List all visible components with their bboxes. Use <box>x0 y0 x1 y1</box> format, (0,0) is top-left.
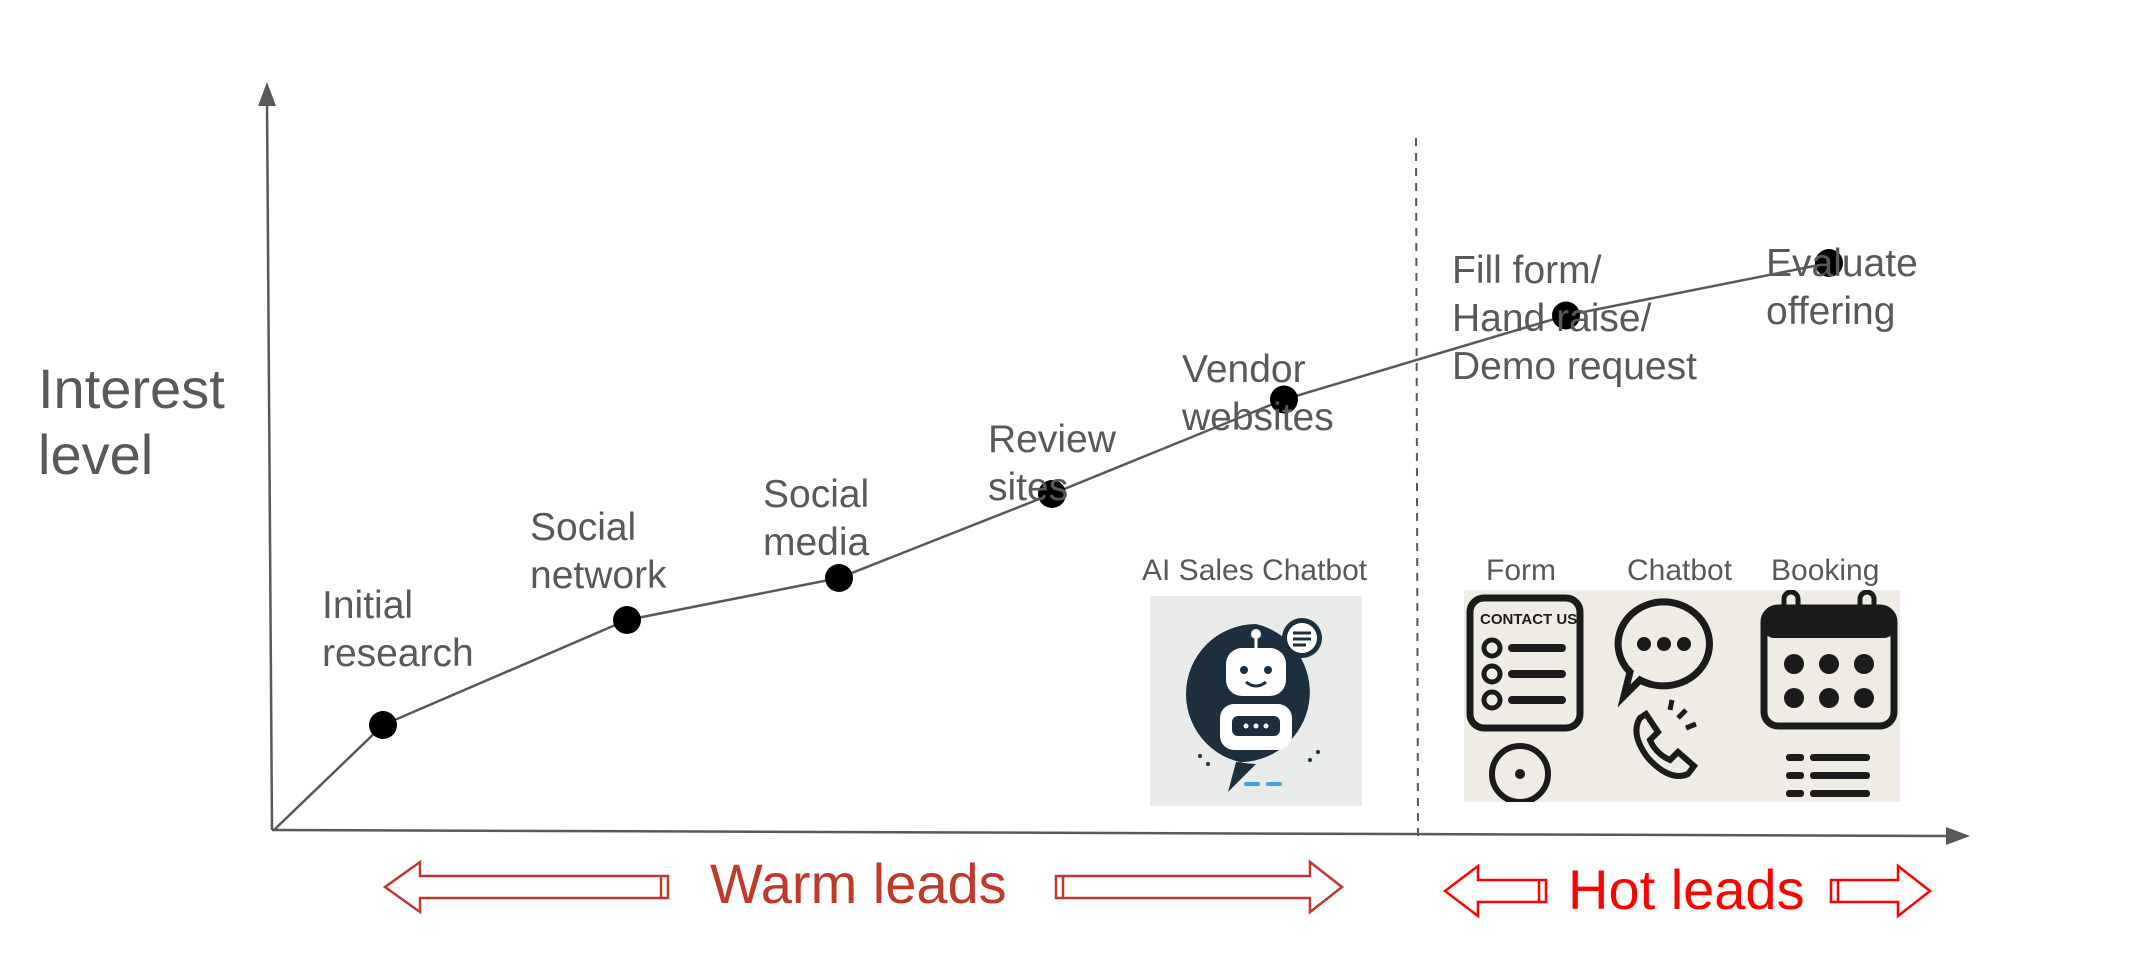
warm-right-arrow <box>1054 859 1345 915</box>
stage-marker-3 <box>825 564 853 592</box>
stage-label-evaluate-offering: Evaluate offering <box>1766 242 1918 333</box>
y-axis-arrowhead <box>258 82 276 106</box>
chat-bubble-icon <box>1614 598 1713 708</box>
schedule-list-icon <box>1786 754 1870 797</box>
stage-marker-6 <box>1552 301 1580 330</box>
ai-sales-chatbot-caption: AI Sales Chatbot <box>1142 554 1368 587</box>
journey-line <box>273 261 1830 831</box>
contact-form-icon <box>1466 594 1584 732</box>
robot-chat-icon <box>1186 618 1322 792</box>
form-submit-icon <box>1489 743 1551 802</box>
stage-marker-5 <box>1270 385 1298 414</box>
contact-tools-panel: CONTACT US <box>1464 590 1900 802</box>
stage-label-initial-research: Initial research <box>322 584 474 675</box>
stage-label-social-media: Social media <box>763 473 870 564</box>
warm-left-arrow <box>382 859 670 915</box>
form-caption: Form <box>1486 554 1556 587</box>
y-axis-title: Interest level <box>38 357 225 486</box>
stage-label-fill-form: Fill form/ Hand raise/ Demo request <box>1452 249 1697 388</box>
ai-sales-chatbot-panel <box>1150 596 1362 806</box>
phone-icon <box>1633 699 1699 779</box>
hot-left-arrow <box>1442 863 1548 919</box>
stage-marker-1 <box>369 711 397 739</box>
calendar-icon <box>1760 590 1898 730</box>
stage-label-vendor-websites: Vendor websites <box>1182 348 1334 439</box>
stage-label-social-network: Social network <box>530 506 667 597</box>
chatbot-caption: Chatbot <box>1627 554 1733 587</box>
warm-hot-divider <box>1415 137 1419 837</box>
stage-marker-7 <box>1815 249 1843 277</box>
x-axis-arrowhead <box>1946 827 1970 845</box>
booking-caption: Booking <box>1771 554 1880 587</box>
stage-label-review-sites: Review sites <box>988 418 1116 509</box>
contact-us-text: CONTACT US <box>1480 611 1577 628</box>
y-axis <box>265 99 274 831</box>
hot-right-arrow <box>1829 863 1933 919</box>
hot-leads-label: Hot leads <box>1568 858 1805 921</box>
stage-marker-2 <box>613 606 641 634</box>
warm-leads-label: Warm leads <box>710 852 1007 915</box>
stage-marker-4 <box>1038 480 1066 508</box>
x-axis <box>271 828 1951 838</box>
stage-markers <box>369 249 1843 739</box>
